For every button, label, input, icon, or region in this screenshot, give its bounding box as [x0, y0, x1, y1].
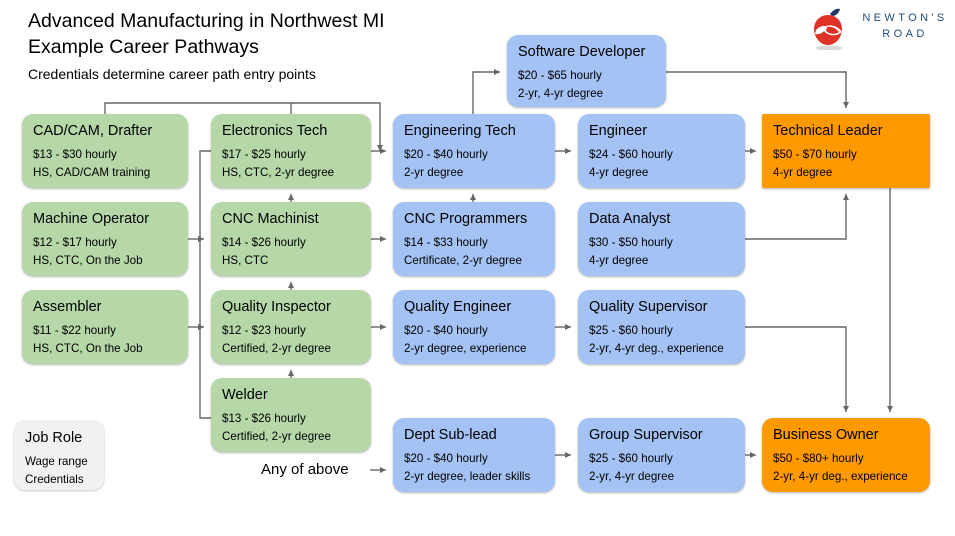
node-engineer[interactable]: Engineer $24 - $60 hourly 4-yr degree [578, 114, 745, 188]
node-title: Machine Operator [33, 211, 150, 227]
node-wage: $20 - $65 hourly [518, 69, 602, 82]
apple-icon [814, 8, 842, 50]
legend-title: Job Role [25, 430, 83, 446]
node-title: Engineering Tech [404, 123, 516, 139]
node-wage: $13 - $30 hourly [33, 148, 117, 161]
node-credentials: 4-yr degree [589, 253, 649, 267]
node-title: Quality Engineer [404, 299, 512, 315]
node-credentials: HS, CAD/CAM training [33, 165, 151, 179]
legend-credentials-label: Credentials [25, 472, 84, 486]
legend-key: Job Role Wage range Credentials [14, 420, 104, 490]
node-wage: $12 - $17 hourly [33, 236, 117, 249]
node-wage: $14 - $26 hourly [222, 236, 306, 249]
node-dept-sub-lead[interactable]: Dept Sub-lead $20 - $40 hourly 2-yr degree… [393, 418, 555, 492]
page-subtitle: Credentials determine career path entry … [28, 66, 316, 82]
node-title: CNC Machinist [222, 211, 319, 227]
legend-wage-label: Wage range [25, 455, 88, 468]
node-credentials: 4-yr degree [773, 165, 833, 179]
logo-line-1: NEWTON'S [862, 12, 948, 24]
node-title: Business Owner [773, 427, 879, 443]
newtons-road-logo: NEWTON'S ROAD [806, 6, 946, 54]
node-title: Technical Leader [773, 123, 883, 139]
node-wage: $30 - $50 hourly [589, 236, 673, 249]
node-wage: $50 - $70 hourly [773, 148, 857, 161]
node-data-analyst[interactable]: Data Analyst $30 - $50 hourly 4-yr degree [578, 202, 745, 276]
node-credentials: HS, CTC, 2-yr degree [222, 165, 335, 179]
node-title: Dept Sub-lead [404, 427, 497, 443]
title-line-1: Advanced Manufacturing in Northwest MI [28, 10, 385, 32]
node-title: Quality Inspector [222, 299, 331, 315]
node-title: Assembler [33, 299, 102, 315]
node-business-owner[interactable]: Business Owner $50 - $80+ hourly 2-yr, 4-y… [762, 418, 930, 492]
node-wage: $24 - $60 hourly [589, 148, 673, 161]
node-title: Group Supervisor [589, 427, 703, 443]
node-wage: $20 - $40 hourly [404, 452, 488, 465]
node-quality-supervisor[interactable]: Quality Supervisor $25 - $60 hourly 2-yr, … [578, 290, 745, 364]
any-of-above-label: Any of above [261, 461, 349, 478]
node-wage: $20 - $40 hourly [404, 324, 488, 337]
node-software-developer[interactable]: Software Developer $20 - $65 hourly 2-yr, … [507, 35, 666, 107]
node-title: Engineer [589, 123, 648, 139]
node-title: Electronics Tech [222, 123, 328, 139]
node-wage: $11 - $22 hourly [33, 324, 116, 337]
node-title: CAD/CAM, Drafter [33, 123, 153, 139]
node-title: Quality Supervisor [589, 299, 708, 315]
logo-wordmark: NEWTON'S ROAD [860, 10, 950, 42]
node-credentials: 2-yr, 4-yr deg., experience [589, 341, 724, 355]
node-wage: $12 - $23 hourly [222, 324, 306, 337]
logo-line-2: ROAD [882, 28, 928, 40]
node-title: Welder [222, 387, 268, 403]
node-credentials: Certified, 2-yr degree [222, 341, 331, 355]
node-credentials: 2-yr, 4-yr degree [518, 86, 604, 100]
node-credentials: 2-yr degree [404, 165, 464, 179]
node-wage: $13 - $26 hourly [222, 412, 306, 425]
node-wage: $50 - $80+ hourly [773, 452, 864, 465]
node-wage: $14 - $33 hourly [404, 236, 488, 249]
node-wage: $25 - $60 hourly [589, 324, 673, 337]
node-wage: $25 - $60 hourly [589, 452, 673, 465]
node-credentials: Certified, 2-yr degree [222, 429, 331, 443]
page-title: Advanced Manufacturing in Northwest MI E… [28, 8, 548, 85]
node-wage: $17 - $25 hourly [222, 148, 306, 161]
node-credentials: 4-yr degree [589, 165, 649, 179]
node-credentials: 2-yr degree, leader skills [404, 469, 531, 483]
node-credentials: HS, CTC [222, 253, 269, 267]
node-credentials: HS, CTC, On the Job [33, 341, 143, 355]
node-credentials: 2-yr degree, experience [404, 341, 527, 355]
title-line-2: Example Career Pathways [28, 36, 259, 58]
node-title: Data Analyst [589, 211, 671, 227]
node-title: CNC Programmers [404, 211, 528, 227]
node-group-supervisor[interactable]: Group Supervisor $25 - $60 hourly 2-yr, 4-… [578, 418, 745, 492]
node-engineering-tech[interactable]: Engineering Tech $20 - $40 hourly 2-yr deg… [393, 114, 555, 188]
node-technical-leader[interactable]: Technical Leader $50 - $70 hourly 4-yr deg… [762, 114, 930, 188]
node-wage: $20 - $40 hourly [404, 148, 488, 161]
node-credentials: HS, CTC, On the Job [33, 253, 143, 267]
node-credentials: 2-yr, 4-yr degree [589, 469, 675, 483]
node-credentials: Certificate, 2-yr degree [404, 253, 522, 267]
node-credentials: 2-yr, 4-yr deg., experience [773, 469, 908, 483]
node-quality-engineer[interactable]: Quality Engineer $20 - $40 hourly 2-yr deg… [393, 290, 555, 364]
node-title: Software Developer [518, 44, 646, 60]
